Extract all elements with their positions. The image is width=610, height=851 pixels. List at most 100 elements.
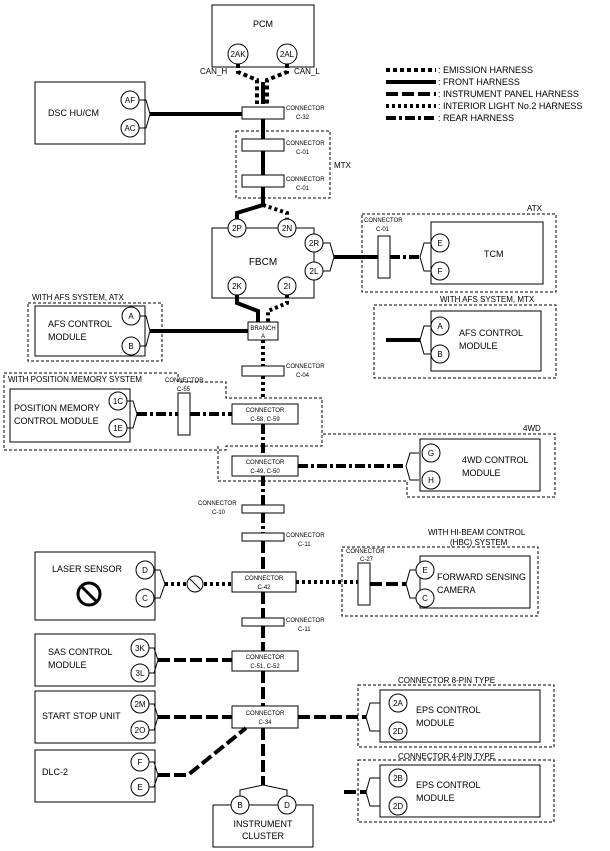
c34-label-2: C-34 [258,720,272,726]
c01a-label-1: CONNECTOR [286,141,325,147]
eps4-pin-2d: 2D [393,802,403,811]
legend-emission: : EMISSION HARNESS [438,65,533,75]
pcm-title: PCM [253,19,273,29]
connector-c01-atx [377,235,391,279]
dlc-pin-f: F [138,758,143,767]
can-l-label: CAN_L [294,67,320,76]
afs-atx-module: AFS CONTROL MODULE A B [34,305,146,357]
fbcm-pin-2l: 2L [310,267,319,276]
fbcm-pin-2p: 2P [232,224,242,233]
start-pin-2o: 2O [135,726,146,735]
pm-pin-1e: 1E [113,424,123,433]
c34-label-1: CONNECTOR [246,711,285,717]
hbc-region [341,546,539,617]
ic-pin-d: D [284,801,290,810]
sas-title-1: SAS CONTROL [48,647,113,657]
fwd-title-1: 4WD CONTROL [462,455,529,465]
connector-c01-b [241,174,285,188]
atx-conn-label-1: CONNECTOR [364,218,403,224]
atx-conn-label-2: C-01 [376,227,390,233]
eps4-label: CONNECTOR 4-PIN TYPE [398,752,495,761]
fwd-pin-h: H [428,476,434,485]
connector-c27 [357,562,371,606]
fbcm-pin-2i: 2I [284,282,291,291]
eps4-title-2: MODULE [416,793,455,803]
connector-c04 [241,365,285,377]
connector-c10 [241,504,285,514]
fbcm-title: FBCM [249,257,277,268]
legend-instrument-panel: : INSTRUMENT PANEL HARNESS [438,89,579,99]
c11a-label-1: CONNECTOR [286,533,325,539]
hbc-label-2: (HBC) SYSTEM [450,538,508,547]
c58-label-2: C-58, C-59 [250,417,280,423]
afs-mtx-label: WITH AFS SYSTEM, MTX [440,295,535,304]
connector-c01-a [241,138,285,152]
eps4-title-1: EPS CONTROL [416,780,481,790]
hbc-pin-e: E [422,566,427,575]
afs-mtx-module: AFS CONTROL MODULE A B [430,310,542,372]
sas-pin-3l: 3L [136,669,145,678]
eps8-title-2: MODULE [416,718,455,728]
afs-mtx-pin-b: B [437,350,442,359]
fbcm-pin-2n: 2N [282,224,292,233]
afs-atx-title-1: AFS CONTROL [48,319,112,329]
fwd-pin-g: G [428,449,434,458]
dsc-module: DSC HU/CM AF AC [34,81,146,145]
laser-sensor-module: LASER SENSOR D C [34,551,156,621]
pm-title-1: POSITION MEMORY [14,403,100,413]
legend-front: : FRONT HARNESS [438,77,520,87]
c42-label-2: C-42 [257,585,271,591]
afs-mtx-region [373,304,557,379]
c01b-label-2: C-01 [296,186,310,192]
tcm-module: TCM E F [430,221,544,285]
c01b-label-1: CONNECTOR [286,177,325,183]
start-pin-2m: 2M [134,700,145,709]
fbcm-module: FBCM 2P 2N 2R 2L 2K 2I [211,218,324,299]
c10-label-1: CONNECTOR [198,501,237,507]
pm-pin-1c: 1C [113,397,123,406]
dlc2-module: DLC-2 F E [34,749,156,803]
connector-c11-b [241,617,285,627]
fwd-title-2: MODULE [462,468,501,478]
eps8-module: EPS CONTROL MODULE 2A 2D [379,689,541,743]
ic-pin-b: B [237,801,242,810]
dsc-pin-ac: AC [124,124,135,133]
c32-label-2: C-32 [296,115,310,121]
branch-label-1: BRANCH [250,326,275,332]
afs-atx-pin-b: B [128,342,133,351]
afs-mtx-title-2: MODULE [459,341,498,351]
pcm-pin-2al: 2AL [280,50,295,59]
ic-title-2: CLUSTER [242,831,285,841]
forward-sensing-camera-module: FORWARD SENSING CAMERA E C [415,555,531,609]
start-title: START STOP UNIT [42,711,121,721]
pm-conn-label-2: C-55 [177,387,191,393]
c10-label-2: C-10 [212,510,226,516]
c04-label-2: C-04 [296,373,310,379]
laser-title: LASER SENSOR [52,564,123,574]
tcm-title: TCM [484,249,504,259]
afs-mtx-title-1: AFS CONTROL [459,328,523,338]
fbcm-pin-2k: 2K [232,282,242,291]
hbc-title-2: CAMERA [437,585,476,595]
atx-region [361,213,557,293]
c49-label-2: C-49, C-50 [250,469,280,475]
dlc-title: DLC-2 [42,767,68,777]
pm-label: WITH POSITION MEMORY SYSTEM [8,375,142,384]
sas-title-2: MODULE [48,660,87,670]
sas-module: SAS CONTROL MODULE 3K 3L [34,633,156,687]
start-stop-unit-module: START STOP UNIT 2M 2O [34,690,156,744]
instrument-cluster-module: B D INSTRUMENT CLUSTER [212,795,314,848]
branch-label-2: A [261,334,265,340]
c11a-label-2: C-11 [298,542,311,548]
position-memory-module: POSITION MEMORY CONTROL MODULE 1C 1E [9,388,131,443]
atx-label: ATX [527,204,543,213]
afs-atx-pin-a: A [128,312,134,321]
pm-conn-label-1: CONNECTOR [165,378,204,384]
eps8-region [357,684,555,748]
hbc-pin-c: C [422,594,428,603]
eps8-title-1: EPS CONTROL [416,705,481,715]
c49-label-1: CONNECTOR [246,460,285,466]
pcm-pin-2ak: 2AK [230,50,246,59]
c51-label-2: C-51, C-52 [250,664,280,670]
